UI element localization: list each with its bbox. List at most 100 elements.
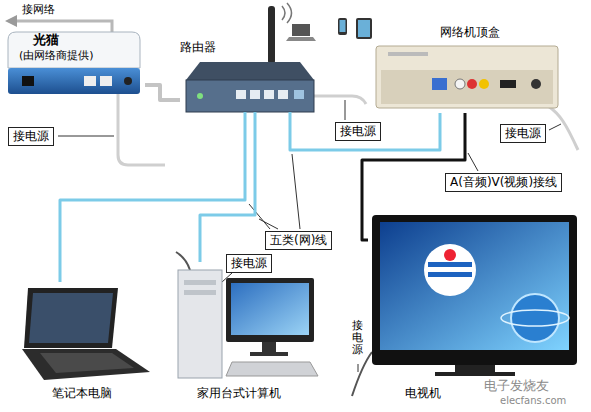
power-callout: 接电源 bbox=[349, 318, 366, 358]
router-illustration bbox=[186, 80, 314, 112]
laptop-illustration bbox=[40, 353, 134, 373]
set-top-box-illustration bbox=[479, 79, 489, 89]
router-illustration bbox=[186, 62, 314, 80]
cable bbox=[200, 112, 255, 262]
tv-device: 电视机 bbox=[368, 212, 580, 402]
modem-illustration bbox=[8, 68, 140, 94]
device-label: A(音频)V(视频)接线 bbox=[450, 175, 557, 189]
wifi-devices bbox=[292, 24, 310, 36]
leader-line bbox=[292, 154, 300, 229]
device-label: 家用台式计算机 bbox=[197, 386, 281, 400]
laptop-illustration bbox=[29, 293, 113, 343]
router-illustration bbox=[264, 90, 274, 99]
tv-illustration bbox=[424, 244, 476, 296]
power-cord bbox=[548, 106, 578, 150]
desktop-device: 家用台式计算机 bbox=[172, 262, 320, 402]
device-label: 电视机 bbox=[405, 386, 441, 400]
set-top-box-illustration bbox=[376, 46, 558, 108]
router-illustration bbox=[278, 90, 288, 99]
leader-line bbox=[549, 124, 561, 130]
internet-arrow bbox=[5, 15, 112, 34]
set-top-box-illustration bbox=[500, 80, 516, 88]
wifi-devices bbox=[340, 20, 346, 32]
laptop-illustration bbox=[24, 288, 118, 348]
watermark-url: elecfans.com bbox=[500, 395, 566, 407]
device-label: 接电源 bbox=[340, 124, 376, 138]
desktop-illustration bbox=[184, 290, 216, 295]
tv-illustration bbox=[444, 249, 456, 261]
modem-illustration bbox=[8, 32, 140, 94]
router-illustration bbox=[268, 6, 275, 64]
network-label: 接网络 bbox=[22, 3, 55, 16]
desktop-illustration bbox=[184, 280, 216, 285]
tv-illustration bbox=[435, 372, 515, 376]
modem-illustration bbox=[8, 32, 140, 68]
router-illustration bbox=[236, 90, 246, 99]
wifi-devices bbox=[287, 3, 292, 23]
power-cord bbox=[314, 96, 366, 104]
tv-illustration bbox=[380, 222, 569, 350]
modem-illustration bbox=[84, 76, 96, 86]
set-top-box-illustration bbox=[432, 78, 447, 90]
modem-illustration bbox=[124, 77, 132, 85]
router-illustration bbox=[250, 90, 260, 99]
desktop-illustration bbox=[226, 278, 314, 342]
desktop-illustration bbox=[178, 270, 318, 378]
wifi-devices bbox=[356, 18, 372, 39]
tv-illustration bbox=[372, 215, 577, 376]
router-illustration bbox=[197, 93, 203, 99]
power-callout: 接电源 bbox=[500, 124, 546, 143]
internet-arrow bbox=[5, 15, 17, 27]
tv-illustration bbox=[511, 294, 559, 342]
wifi-devices bbox=[338, 18, 347, 35]
device-label: 光猫 bbox=[33, 32, 59, 48]
set-top-box-illustration bbox=[388, 52, 428, 56]
tv-illustration bbox=[501, 310, 569, 326]
laptop-illustration bbox=[22, 288, 150, 380]
leader-line bbox=[345, 100, 346, 120]
desktop-illustration bbox=[226, 362, 318, 376]
power-callout: 接电源 bbox=[8, 127, 54, 146]
set-top-box-illustration bbox=[381, 70, 553, 104]
laptop-device: 笔记本电脑 bbox=[12, 282, 160, 404]
power-cord bbox=[118, 94, 578, 396]
device-label: 网络机顶盒 bbox=[440, 25, 500, 39]
leader-line bbox=[468, 153, 478, 171]
power-callout: 接电源 bbox=[226, 254, 272, 273]
tv-illustration bbox=[455, 365, 495, 372]
power-cord bbox=[118, 94, 165, 165]
desktop-illustration bbox=[178, 270, 222, 378]
desktop-illustration bbox=[262, 342, 276, 352]
cable-callout: A(音频)V(视频)接线 bbox=[445, 173, 562, 192]
power-cord bbox=[352, 352, 372, 396]
cable-callout: 五类(网)线 bbox=[265, 231, 332, 250]
device-note: (由网络商提供) bbox=[19, 49, 94, 62]
laptop-illustration bbox=[22, 349, 150, 380]
modem-device: 光猫(由网络商提供) bbox=[5, 22, 145, 100]
set-top-box-device: 网络机顶盒 bbox=[372, 25, 562, 113]
desktop-illustration bbox=[250, 352, 288, 356]
device-label: 接电源 bbox=[13, 129, 49, 143]
leader-line bbox=[58, 136, 114, 137]
tv-illustration bbox=[428, 272, 472, 277]
power-cord bbox=[176, 252, 190, 270]
leader-line bbox=[259, 219, 278, 229]
power-callout: 接电源 bbox=[335, 122, 381, 141]
wifi-devices bbox=[282, 6, 285, 20]
wifi-devices bbox=[358, 20, 370, 37]
set-top-box-illustration bbox=[376, 46, 558, 108]
router-illustration bbox=[294, 90, 304, 99]
wifi-devices bbox=[282, 3, 372, 41]
modem-illustration bbox=[100, 76, 112, 86]
device-label: 接电源 bbox=[231, 256, 267, 270]
set-top-box-illustration bbox=[455, 79, 465, 89]
watermark: 电子发烧友 bbox=[484, 378, 549, 394]
device-label: 路由器 bbox=[180, 40, 216, 54]
device-label: 接电源 bbox=[505, 126, 541, 140]
set-top-box-illustration bbox=[531, 79, 541, 89]
router-illustration bbox=[186, 6, 314, 112]
desktop-illustration bbox=[231, 283, 309, 335]
leader-line bbox=[358, 364, 359, 372]
tv-illustration bbox=[428, 262, 472, 267]
